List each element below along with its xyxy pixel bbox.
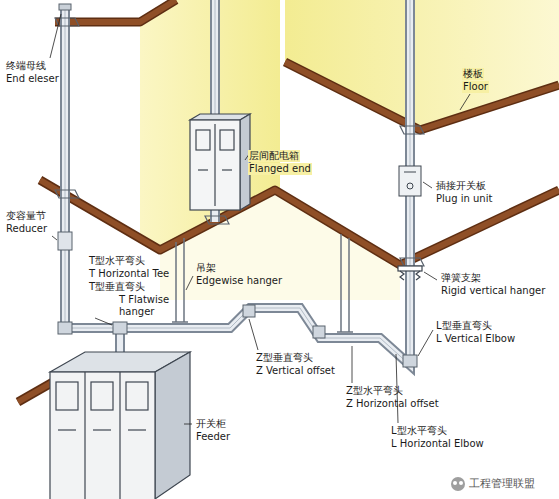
callout-label: L型垂直弯头 [435,320,493,332]
floor-sleeve [55,18,424,266]
busway [65,0,410,365]
callout-label: Edgewise hanger [195,275,283,287]
callout-label: Z Horizontal offset [345,398,440,410]
callout-label: End eleser [5,73,60,85]
callout-label: 弹簧支架 [440,272,482,284]
floor-slab [18,0,559,402]
callout-label: Z型垂直弯头 [255,352,314,364]
switchgear [50,352,190,499]
callout-label: Feeder [195,431,231,443]
wall [285,0,559,130]
callout-label: Z型水平弯头 [345,385,404,397]
plug-in-unit [399,166,421,196]
callout-label: 终端母线 [5,60,47,72]
callout-label: L型水平弯头 [390,425,448,437]
callout-label: Reducer [5,223,48,235]
edgewise-hanger [172,234,353,332]
callout-label: 开关柜 [195,418,227,430]
callout-label: Z Vertical offset [255,365,336,377]
callout-label: 楼板 [462,68,484,80]
callout-label: L Horizontal Elbow [390,438,485,450]
watermark-icon [451,477,465,491]
callout-label: T型水平弯头 [88,255,146,267]
callout-label: Rigid vertical hanger [440,285,546,297]
callout-label: 层间配电箱 [248,150,300,162]
watermark: 工程管理联盟 [468,477,536,490]
callout-label: 变容量节 [5,210,47,222]
rigid-vertical-hanger [398,266,422,280]
callout-label: 插接开关板 [435,180,487,192]
callout-label: L Vertical Elbow [435,333,516,345]
callout-label: Flanged end [248,163,312,175]
callout-label: 吊架 [195,262,217,274]
reducer [58,232,72,250]
end-closer [59,4,71,10]
leader-line [50,14,470,424]
callout-label: T型垂直弯头 [88,281,146,293]
callout-label: Floor [462,81,489,93]
distribution-box [190,114,250,210]
callout-label: Plug in unit [435,193,493,205]
callout-label: T Horizontal Tee [88,268,170,280]
callout-label: T Flatwise hanger [118,294,180,318]
